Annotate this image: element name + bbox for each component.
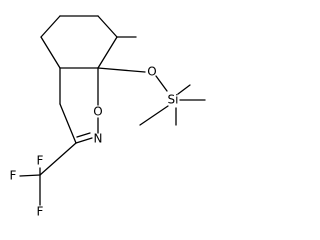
bond-c-ch2 — [59, 103, 77, 144]
atom-oxygen-ring: O — [93, 105, 102, 119]
chemical-structure-diagram: O Si O N F F F — [10, 15, 206, 219]
bond-ring-lower-left — [40, 36, 61, 69]
bond-si-methyl-left — [139, 105, 169, 126]
bond-c-o-silyl — [97, 67, 146, 73]
bond-ring-right — [97, 36, 118, 69]
atom-fluorine-top: F — [37, 154, 44, 168]
bond-o-si — [155, 75, 168, 92]
atom-silicon: Si — [168, 93, 179, 107]
bond-ring-upper-right — [97, 15, 118, 38]
atom-fluorine-bottom: F — [37, 205, 44, 219]
bond-c-cf3 — [39, 142, 77, 176]
bond-ring-upper-left — [40, 15, 61, 38]
bond-cf3-f-left — [19, 174, 41, 177]
atom-nitrogen: N — [94, 132, 103, 146]
atom-oxygen-ether: O — [147, 65, 156, 79]
bond-n-c-double-outer — [75, 137, 93, 144]
bond-si-methyl-up — [177, 84, 191, 95]
atom-fluorine-left: F — [10, 169, 17, 183]
bond-n-c-double-inner — [76, 132, 91, 138]
